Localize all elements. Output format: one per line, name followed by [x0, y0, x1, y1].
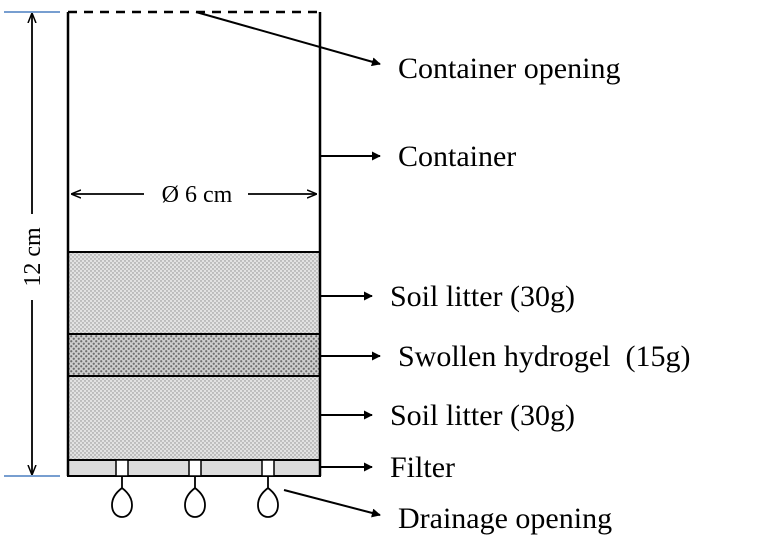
- swollen-hydrogel-label: Swollen hydrogel (15g): [398, 340, 690, 373]
- drainage-opening-arrow: [283, 489, 381, 518]
- container-opening-arrow: [195, 11, 381, 67]
- container-opening-label: Container opening: [398, 52, 620, 85]
- soil-litter-top-label: Soil litter (30g): [390, 280, 575, 313]
- drainage-opening-label: Drainage opening: [398, 502, 612, 535]
- soil-litter-bottom-layer: [67, 375, 321, 461]
- soil-litter-bottom-label: Soil litter (30g): [390, 399, 575, 432]
- diameter-dimension-label: Ø 6 cm: [162, 182, 233, 208]
- height-dimension-label: 12 cm: [20, 227, 46, 287]
- swollen-hydrogel-layer: [67, 333, 321, 377]
- filter-label: Filter: [390, 451, 455, 484]
- container-label: Container: [398, 140, 516, 173]
- soil-litter-top-layer: [67, 251, 321, 335]
- droplet-icon: [111, 476, 279, 518]
